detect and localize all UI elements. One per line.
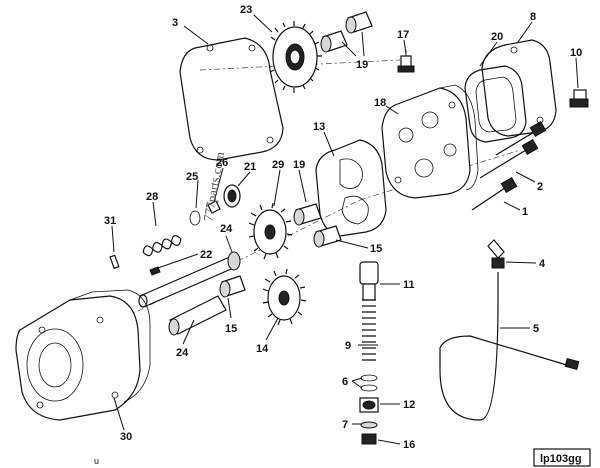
corner-mark: u — [94, 456, 99, 466]
gear-part-14 — [262, 268, 307, 326]
bushing-part-19-mid — [293, 203, 322, 226]
callout-17: 17 — [397, 29, 409, 41]
callout-2: 2 — [537, 181, 543, 193]
callout-15-low: 15 — [225, 323, 237, 335]
reference-code: lp103gg — [540, 453, 582, 465]
ring-part-26 — [189, 210, 201, 226]
tube-part-5 — [439, 272, 580, 421]
callout-31: 31 — [104, 215, 116, 227]
callout-16: 16 — [403, 439, 415, 451]
callout-8: 8 — [530, 11, 536, 23]
callout-10: 10 — [570, 47, 582, 59]
leader-lines — [111, 14, 579, 445]
housing-part-30 — [15, 289, 151, 421]
plunger-part-11 — [362, 283, 376, 301]
gasket-part-13 — [315, 139, 387, 237]
callout-3: 3 — [172, 17, 178, 29]
callout-29: 29 — [272, 159, 284, 171]
callout-labels: 3 23 19 17 8 20 10 18 13 2 1 19 29 21 26… — [104, 4, 582, 451]
callout-22: 22 — [200, 249, 212, 261]
callout-11: 11 — [403, 279, 415, 291]
callout-24: 24 — [176, 347, 189, 359]
gasket-part-20 — [464, 65, 527, 143]
shaft-part-25 — [138, 251, 241, 308]
callout-9: 9 — [345, 340, 351, 352]
callout-14: 14 — [256, 343, 269, 355]
bearing-part-21 — [223, 184, 241, 208]
pin-part-31 — [109, 254, 120, 270]
callout-28: 28 — [146, 191, 158, 203]
key-part-22 — [149, 266, 161, 276]
callout-13: 13 — [313, 121, 325, 133]
callout-12: 12 — [403, 399, 415, 411]
cap-part-11 — [359, 261, 379, 285]
callout-23: 23 — [240, 4, 252, 16]
bushing-part-15-low — [219, 275, 246, 298]
callout-30: 30 — [120, 431, 132, 443]
callout-20: 20 — [491, 31, 503, 43]
callout-6: 6 — [342, 376, 348, 388]
cover-plate-part-8 — [481, 39, 557, 137]
callout-26: 25 — [186, 171, 198, 183]
callout-19-mid: 19 — [293, 159, 305, 171]
reference-code-box: lp103gg — [533, 448, 591, 467]
bushings-part-19-top — [320, 11, 373, 53]
callout-25: 24 — [220, 223, 233, 235]
plug-part-16 — [361, 433, 377, 445]
plug-part-10 — [569, 89, 589, 108]
gear-part-23 — [269, 21, 322, 93]
callout-19-top: 19 — [356, 59, 368, 71]
callout-15-mid: 15 — [370, 243, 382, 255]
washer-part-7 — [360, 421, 378, 429]
capscrew-part-2 — [479, 120, 547, 179]
callout-4: 4 — [539, 258, 546, 270]
washer-part-6a — [360, 374, 378, 382]
screw-part-17 — [397, 50, 415, 73]
washer-part-6b — [360, 384, 378, 392]
callout-1: 1 — [522, 206, 528, 218]
spring-part-9 — [362, 299, 376, 361]
callout-7: 7 — [342, 419, 348, 431]
elbow-part-4 — [487, 239, 505, 269]
capscrew-part-1 — [471, 176, 518, 211]
bushing-part-15-mid — [313, 225, 342, 248]
callout-21: 21 — [244, 161, 256, 173]
spring-part-28 — [142, 235, 182, 257]
callout-27: 26 — [216, 157, 228, 169]
valve-stack — [359, 261, 379, 445]
callout-5: 5 — [533, 323, 539, 335]
pump-body-part-18 — [381, 84, 479, 199]
callout-18: 18 — [374, 97, 386, 109]
key-part-27 — [207, 200, 221, 214]
gasket-part-3 — [179, 37, 284, 161]
gear-part-29 — [248, 202, 293, 260]
shaft-part-24 — [168, 295, 227, 336]
